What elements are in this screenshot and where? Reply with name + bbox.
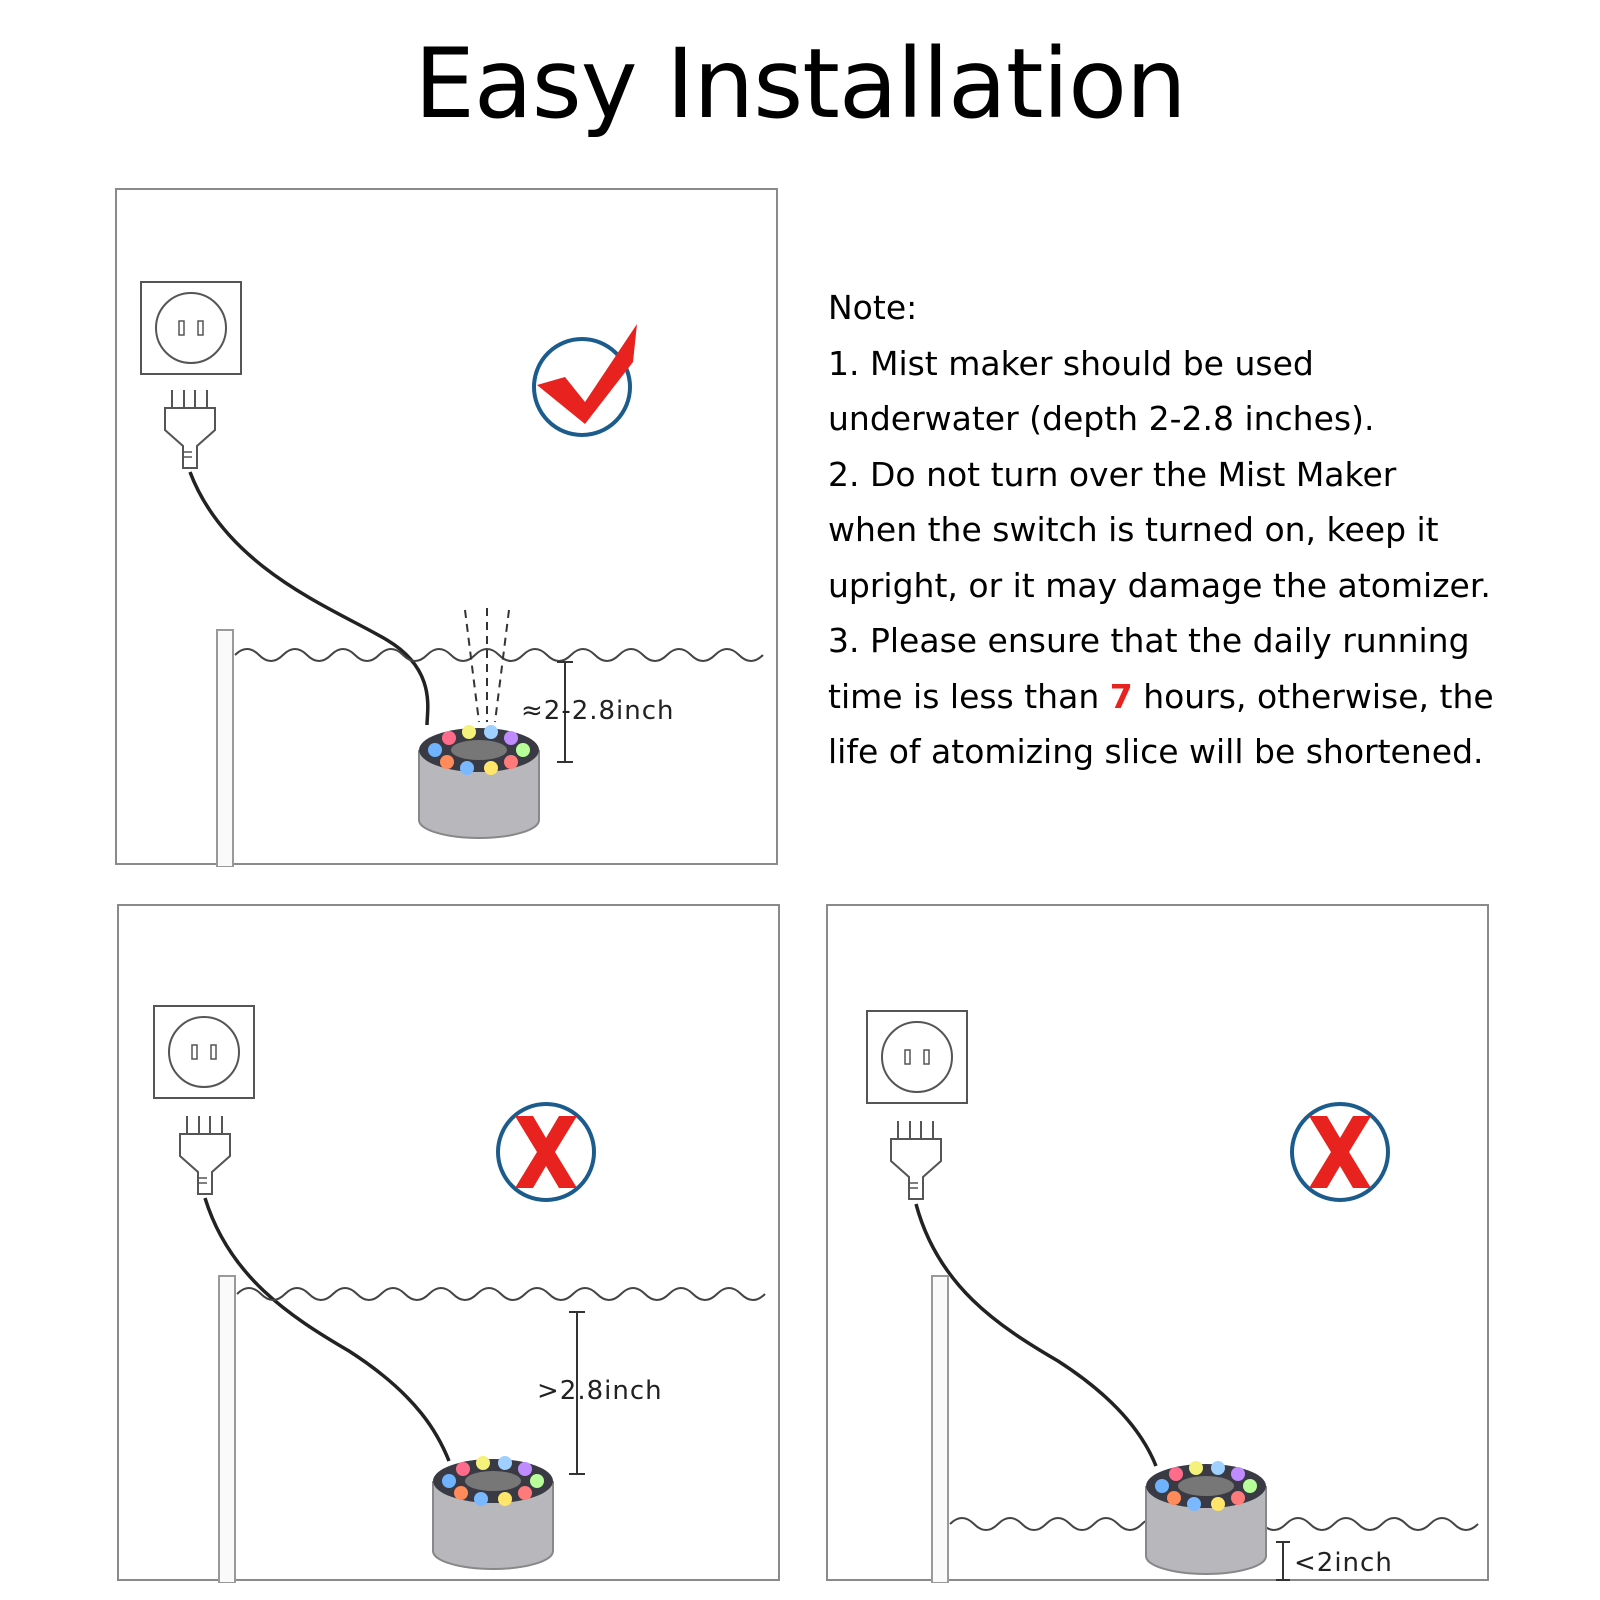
mist-maker-device (1145, 1461, 1267, 1575)
hours-highlight: 7 (1109, 676, 1133, 716)
depth-label: >2.8inch (537, 1376, 663, 1406)
cross-icon (496, 1102, 596, 1202)
installation-notes: Note: 1. Mist maker should be used under… (828, 280, 1518, 780)
note-line: 3. Please ensure that the daily running (828, 621, 1470, 660)
note-line-hours: time is less than 7 hours, otherwise, th… (828, 669, 1518, 725)
depth-label: <2inch (1294, 1548, 1393, 1578)
diagram-correct-depth: ≈2-2.8inch (115, 188, 778, 867)
power-cord (914, 1203, 1158, 1467)
page-title: Easy Installation (414, 28, 1187, 140)
wall-outlet-icon (140, 281, 242, 375)
mist-lines (464, 608, 510, 723)
note-heading: Note: (828, 288, 918, 327)
water-surface (236, 1287, 766, 1301)
tank-wall (216, 629, 234, 867)
power-cord (188, 471, 430, 726)
mist-maker-device (418, 725, 540, 839)
note-text: time is less than (828, 676, 1110, 716)
depth-label: ≈2-2.8inch (521, 696, 675, 726)
note-line: upright, or it may damage the atomizer. (828, 565, 1491, 605)
note-line: underwater (depth 2-2.8 inches). (828, 399, 1375, 438)
depth-marker (569, 1311, 585, 1475)
note-line: 1. Mist maker should be used (828, 343, 1314, 383)
power-cord (203, 1197, 451, 1462)
wall-outlet-icon (866, 1010, 968, 1104)
power-plug-icon (164, 390, 216, 469)
tank-wall (931, 1275, 949, 1583)
diagram-too-deep: >2.8inch (117, 904, 780, 1583)
check-icon (532, 324, 637, 437)
note-line: 2. Do not turn over the Mist Maker (828, 454, 1397, 494)
tank-wall (218, 1275, 236, 1583)
depth-marker (557, 661, 573, 763)
water-surface (234, 648, 764, 662)
mist-maker-device (432, 1456, 554, 1570)
power-plug-icon (179, 1116, 231, 1195)
depth-marker (1276, 1541, 1290, 1581)
diagram-too-shallow: <2inch (826, 904, 1489, 1583)
power-plug-icon (890, 1121, 942, 1200)
note-text: hours, otherwise, the (1132, 676, 1494, 716)
note-line: life of atomizing slice will be shortene… (828, 732, 1484, 771)
wall-outlet-icon (153, 1005, 255, 1099)
cross-icon (1290, 1102, 1390, 1202)
note-line: when the switch is turned on, keep it (828, 510, 1439, 549)
